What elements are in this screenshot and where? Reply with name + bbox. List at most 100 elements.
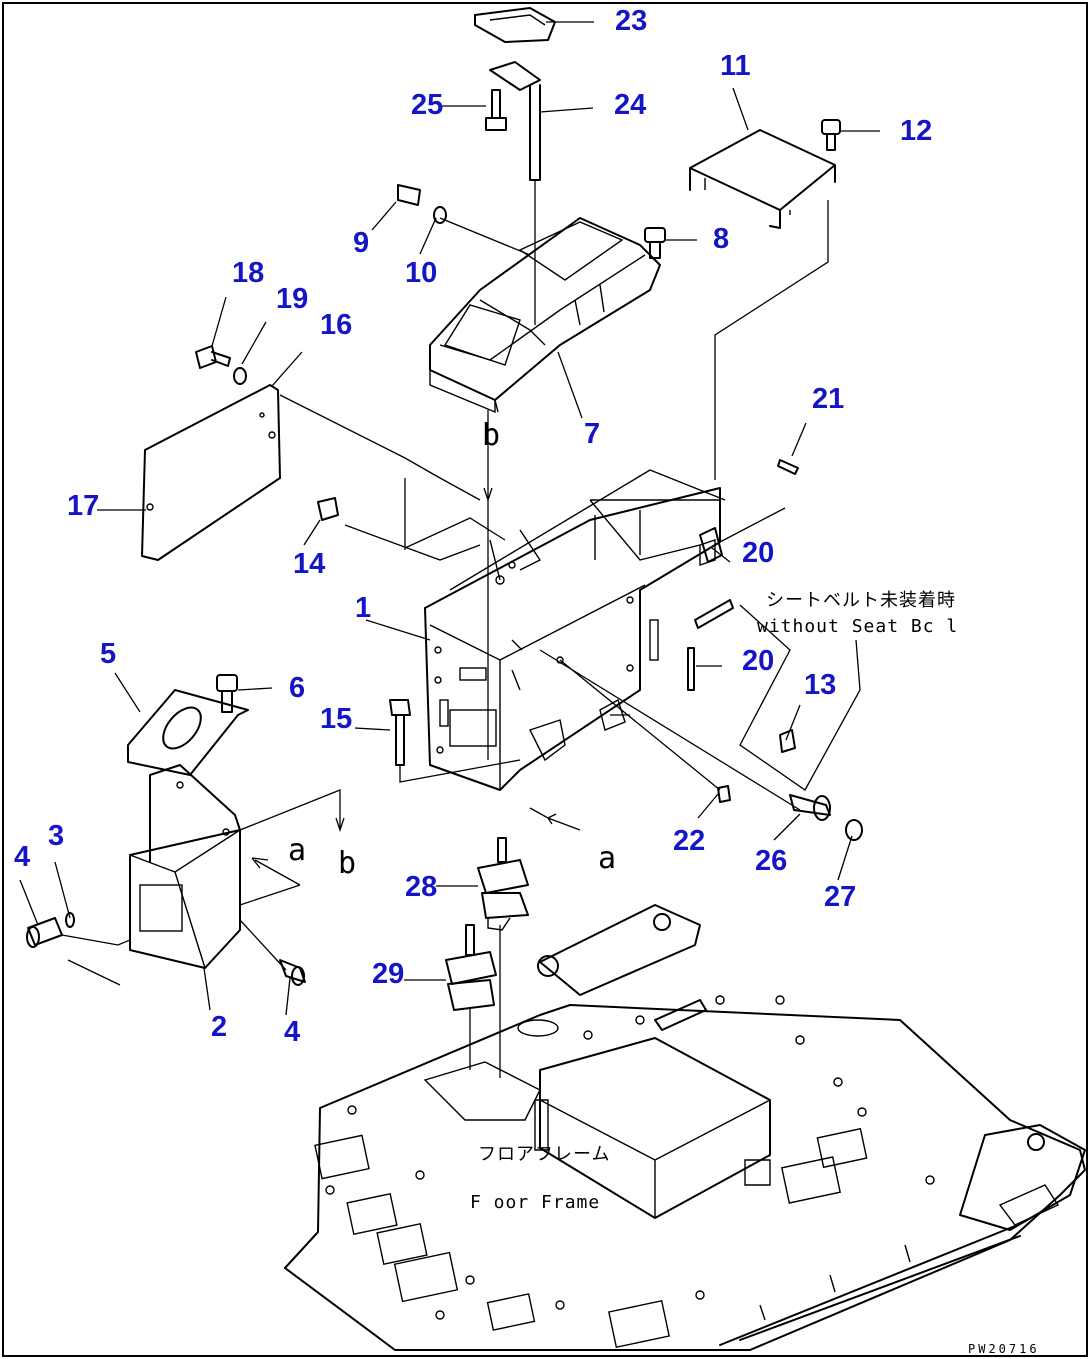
ref-letter-b-box: b xyxy=(338,846,356,881)
callout-number: 20 xyxy=(742,645,774,677)
callout-number: 9 xyxy=(353,227,369,259)
callout-number: 22 xyxy=(673,825,705,857)
bracket-plate xyxy=(127,689,249,776)
callout-number: 13 xyxy=(804,669,836,701)
leader-line xyxy=(241,321,267,365)
leader-line xyxy=(557,351,583,419)
callout-c13: 13 xyxy=(785,669,836,741)
callout-c15: 15 xyxy=(320,703,391,735)
callout-c26: 26 xyxy=(755,813,801,877)
callout-number: 25 xyxy=(411,89,443,121)
callout-c29: 29 xyxy=(372,958,446,990)
leader-line xyxy=(732,87,749,131)
assembly-lines xyxy=(61,180,861,1078)
top-cover xyxy=(429,217,661,414)
callout-c23: 23 xyxy=(546,5,647,37)
ref-letter-b-arrow: b xyxy=(482,418,500,453)
leader-line xyxy=(711,547,731,563)
leader-line xyxy=(791,422,807,457)
callout-c18: 18 xyxy=(211,257,264,347)
callout-number: 21 xyxy=(812,383,844,415)
callout-number: 28 xyxy=(405,871,437,903)
callout-c20b: 20 xyxy=(696,645,774,677)
leader-line xyxy=(303,519,321,546)
ref-letter-a-box: a xyxy=(288,833,306,868)
callout-c2: 2 xyxy=(203,967,227,1043)
callout-number: 20 xyxy=(742,537,774,569)
callout-number: 15 xyxy=(320,703,352,735)
callout-number: 5 xyxy=(100,638,116,670)
callout-number: 12 xyxy=(900,115,932,147)
leader-line xyxy=(211,296,227,347)
leader-line xyxy=(785,704,801,741)
callout-c10: 10 xyxy=(405,217,437,289)
callout-c17: 17 xyxy=(67,490,146,522)
lower-box xyxy=(129,764,241,969)
leader-line xyxy=(419,217,437,255)
callout-number: 4 xyxy=(14,841,30,873)
callout-number: 29 xyxy=(372,958,404,990)
callout-number: 16 xyxy=(320,309,352,341)
callout-number: 27 xyxy=(824,881,856,913)
leader-line xyxy=(354,727,391,731)
leader-line xyxy=(539,107,594,113)
callout-number: 26 xyxy=(755,845,787,877)
callout-number: 6 xyxy=(289,672,305,704)
callout-c16: 16 xyxy=(271,309,352,387)
callout-number: 8 xyxy=(713,223,729,255)
floor-frame xyxy=(284,904,1086,1351)
callout-number: 18 xyxy=(232,257,264,289)
callout-number: 14 xyxy=(293,548,325,580)
callout-c24: 24 xyxy=(539,89,646,121)
callout-c7: 7 xyxy=(557,351,600,450)
leader-line xyxy=(371,201,397,231)
callout-c3: 3 xyxy=(48,820,71,919)
console-box xyxy=(424,469,726,791)
callout-number: 2 xyxy=(211,1011,227,1043)
callout-c4b: 4 xyxy=(284,977,300,1048)
leader-line xyxy=(203,967,211,1011)
floor-note-en: F oor Frame xyxy=(470,1192,600,1213)
callout-number: 24 xyxy=(614,89,646,121)
drawing-code: PW20716 xyxy=(968,1342,1040,1356)
callout-c6: 6 xyxy=(237,672,305,704)
leader-line xyxy=(54,861,71,919)
callout-number: 7 xyxy=(584,418,600,450)
side-cover xyxy=(689,129,836,229)
leader-line xyxy=(237,687,273,691)
side-panel xyxy=(141,384,281,561)
leader-line xyxy=(837,835,853,881)
callout-number: 11 xyxy=(720,50,751,82)
callout-c11: 11 xyxy=(720,50,751,131)
floor-note-jp: フロアフレーム xyxy=(478,1144,610,1165)
callout-c28: 28 xyxy=(405,871,478,903)
callouts-layer: 1234456789101112131415161718192020212223… xyxy=(14,5,932,1048)
callout-number: 10 xyxy=(405,257,437,289)
callout-number: 3 xyxy=(48,820,64,852)
callout-c20a: 20 xyxy=(711,537,774,569)
callout-c4a: 4 xyxy=(14,841,39,926)
callout-c14: 14 xyxy=(293,519,325,580)
callout-c12: 12 xyxy=(840,115,932,147)
leader-line xyxy=(271,351,303,387)
callout-number: 23 xyxy=(615,5,647,37)
seatbelt-note-jp: シートベルト未装着時 xyxy=(766,590,956,611)
callout-number: 17 xyxy=(67,490,99,522)
callout-c9: 9 xyxy=(353,201,397,259)
callout-c19: 19 xyxy=(241,283,308,365)
callout-number: 4 xyxy=(284,1016,300,1048)
seatbelt-note-en: without Seat Bc l xyxy=(757,616,958,637)
leader-line xyxy=(365,619,431,641)
ref-letter-a-arrow: a xyxy=(598,841,616,876)
callout-c22: 22 xyxy=(673,793,719,857)
leader-line xyxy=(285,977,291,1016)
callout-c21: 21 xyxy=(791,383,844,457)
leader-line xyxy=(697,793,719,819)
callout-c27: 27 xyxy=(824,835,856,913)
callout-c25: 25 xyxy=(411,89,486,121)
callout-number: 19 xyxy=(276,283,308,315)
callout-number: 1 xyxy=(355,592,371,624)
